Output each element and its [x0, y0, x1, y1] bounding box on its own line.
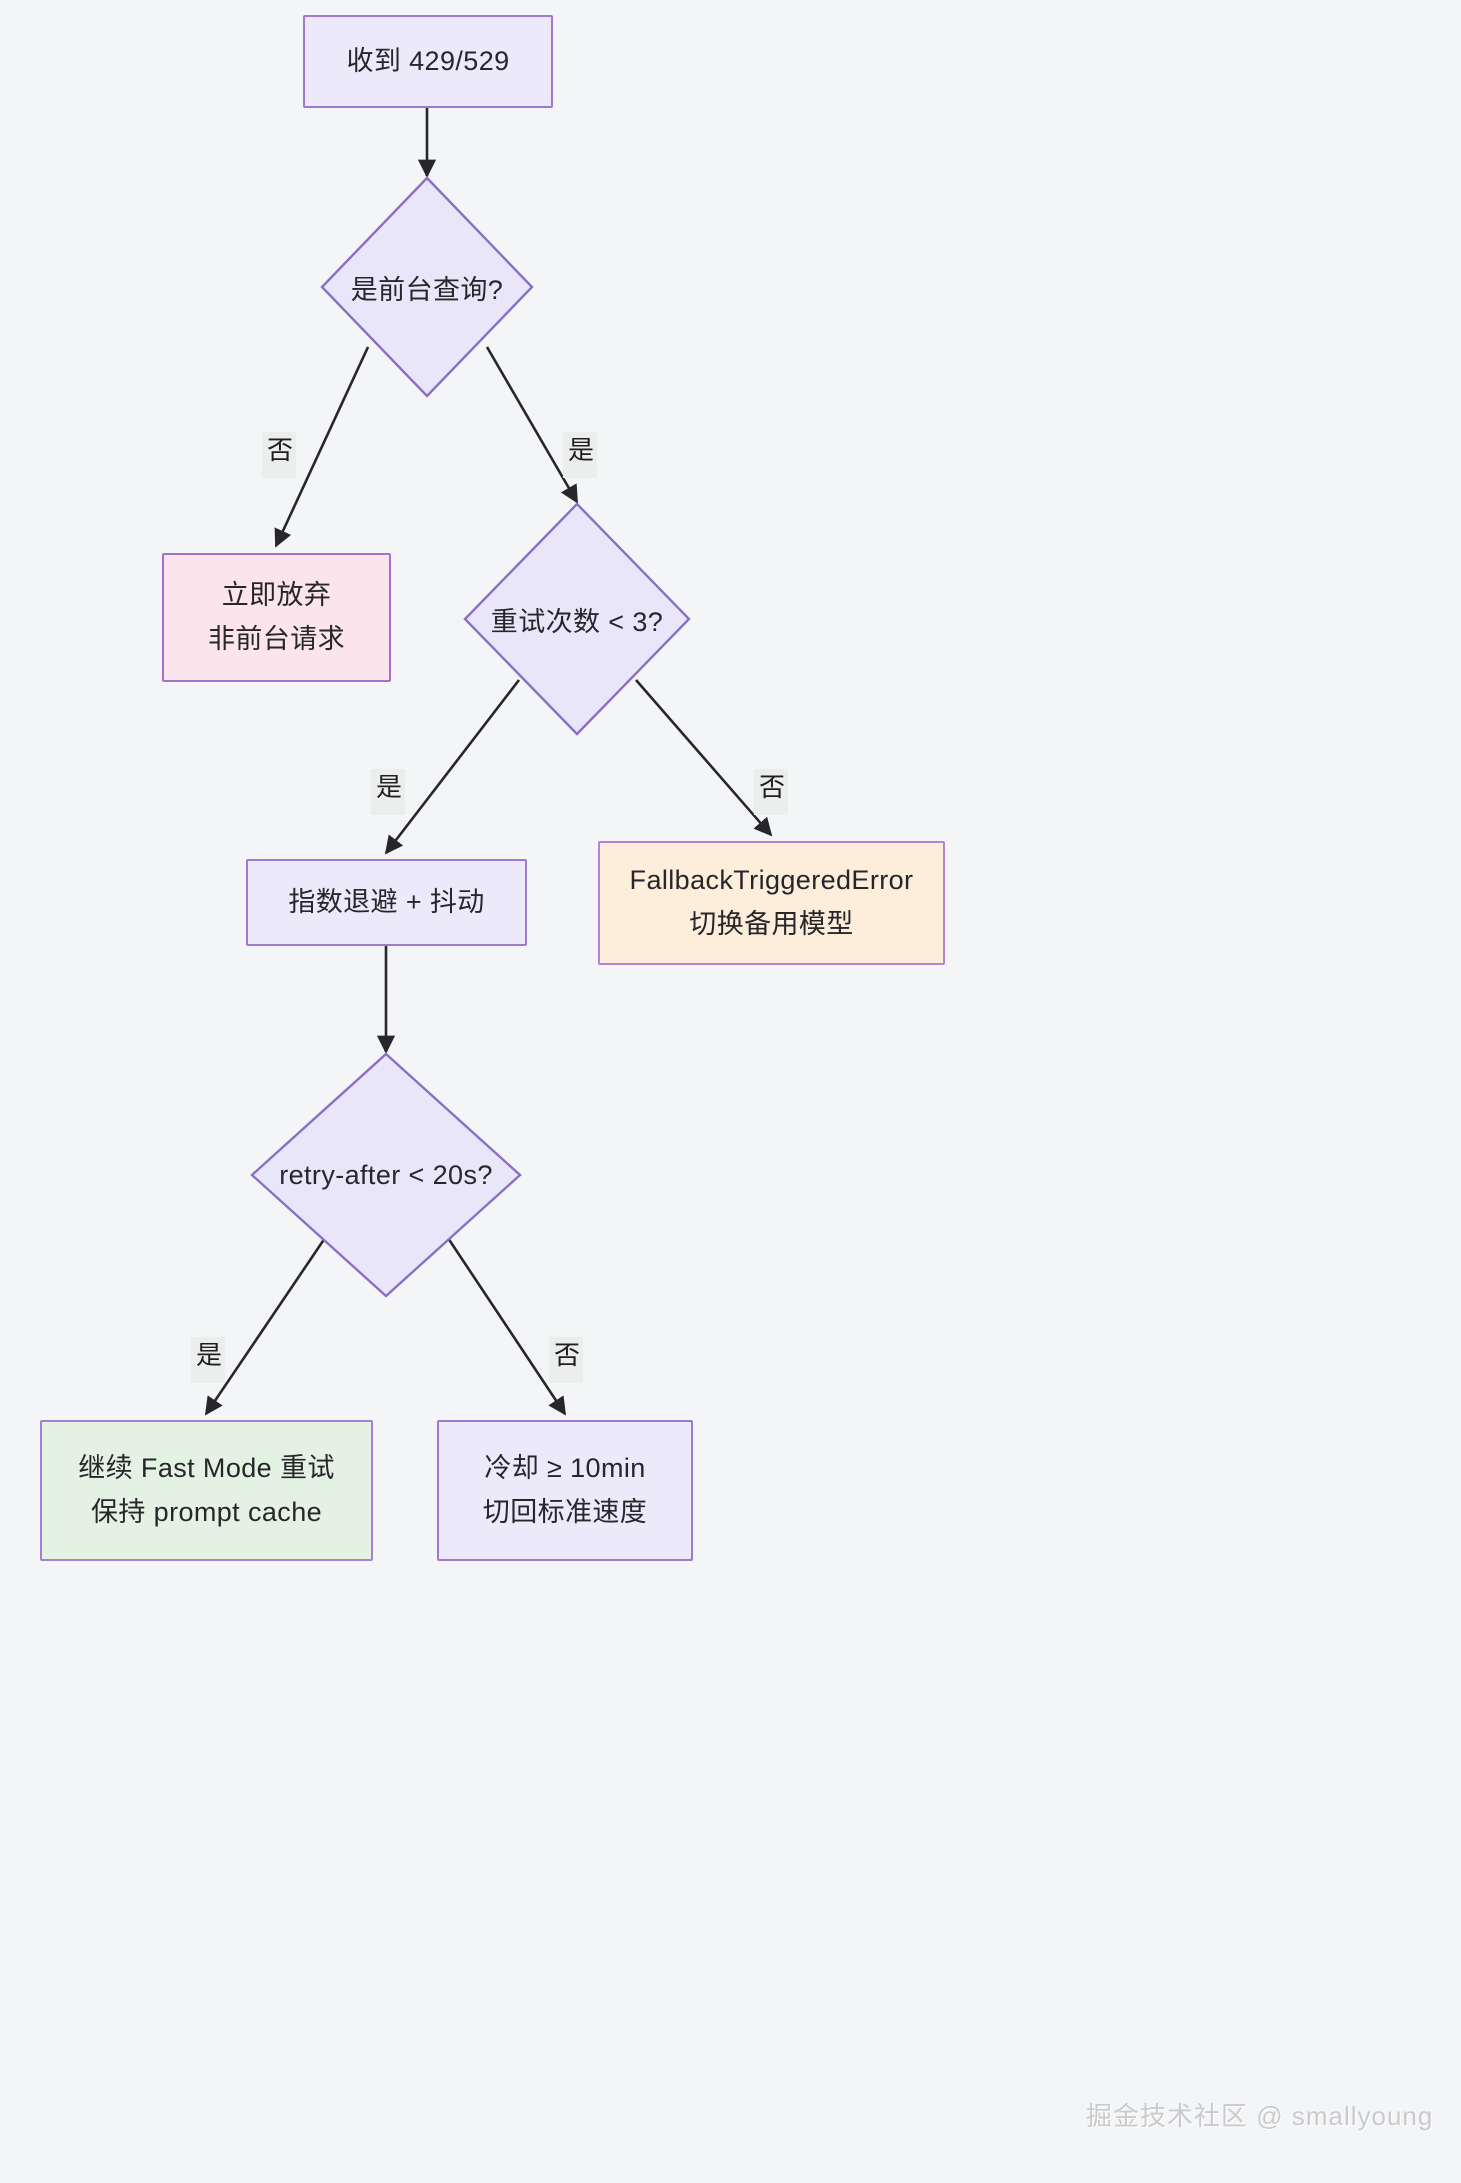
decision-label: retry-after < 20s? [279, 1159, 493, 1190]
node-continue-fast-mode-retry[interactable]: 继续 Fast Mode 重试 保持 prompt cache [40, 1420, 373, 1561]
watermark: 掘金技术社区 @ smallyoung [1086, 2096, 1433, 2133]
diamond-shape [250, 1052, 522, 1298]
edge-label-d3-yes: 是 [191, 1337, 225, 1383]
edge-label-text: 是 [376, 772, 403, 802]
node-line: 保持 prompt cache [90, 1496, 323, 1527]
edge-label-d2-no: 否 [754, 769, 788, 815]
edge-label-d3-no: 否 [549, 1337, 583, 1383]
edge-d3-n6 [444, 1234, 567, 1416]
diamond-shape [463, 502, 691, 736]
node-line: 冷却 ≥ 10min [484, 1452, 646, 1483]
edge-label-d1-no: 否 [262, 432, 296, 478]
node-line: 非前台请求 [208, 623, 345, 654]
node-line: 继续 Fast Mode 重试 [78, 1452, 335, 1483]
edge-d2-n4 [635, 679, 773, 837]
node-cooldown-10min[interactable]: 冷却 ≥ 10min 切回标准速度 [437, 1420, 693, 1561]
edge-label-text: 是 [196, 1340, 223, 1370]
edge-label-text: 是 [568, 435, 595, 465]
node-line: 指数退避 + 抖动 [288, 886, 485, 917]
edge-label-text: 否 [554, 1340, 581, 1370]
node-fallback-triggered-error[interactable]: FallbackTriggeredError 切换备用模型 [598, 841, 945, 965]
node-line: FallbackTriggeredError [629, 865, 914, 896]
node-received-429-529[interactable]: 收到 429/529 [303, 15, 553, 108]
edge-label-text: 否 [759, 772, 786, 802]
watermark-text: 掘金技术社区 @ smallyoung [1086, 2101, 1434, 2131]
decision-label: 是前台查询? [350, 274, 504, 305]
edge-d2-n3 [384, 679, 521, 855]
decision-label: 重试次数 < 3? [490, 606, 664, 637]
decision-retry-count-lt-3[interactable]: 重试次数 < 3? [463, 502, 691, 736]
edge-label-text: 否 [267, 435, 294, 465]
node-abandon-immediately[interactable]: 立即放弃 非前台请求 [162, 553, 391, 682]
node-exponential-backoff-jitter[interactable]: 指数退避 + 抖动 [246, 859, 527, 946]
decision-is-foreground-query[interactable]: 是前台查询? [320, 176, 534, 398]
edge-label-d1-yes: 是 [563, 432, 597, 478]
node-line: 切回标准速度 [482, 1496, 648, 1527]
edge-d1-n2 [274, 346, 370, 548]
node-line: 收到 429/529 [346, 45, 510, 76]
node-line: 切换备用模型 [689, 909, 854, 939]
node-line: 立即放弃 [221, 579, 332, 610]
edge-label-d2-yes: 是 [371, 769, 405, 815]
diamond-shape [320, 176, 534, 398]
decision-retry-after-lt-20s[interactable]: retry-after < 20s? [250, 1052, 522, 1298]
edge-d3-n5 [204, 1234, 329, 1416]
edge-d1-d2 [485, 346, 579, 504]
